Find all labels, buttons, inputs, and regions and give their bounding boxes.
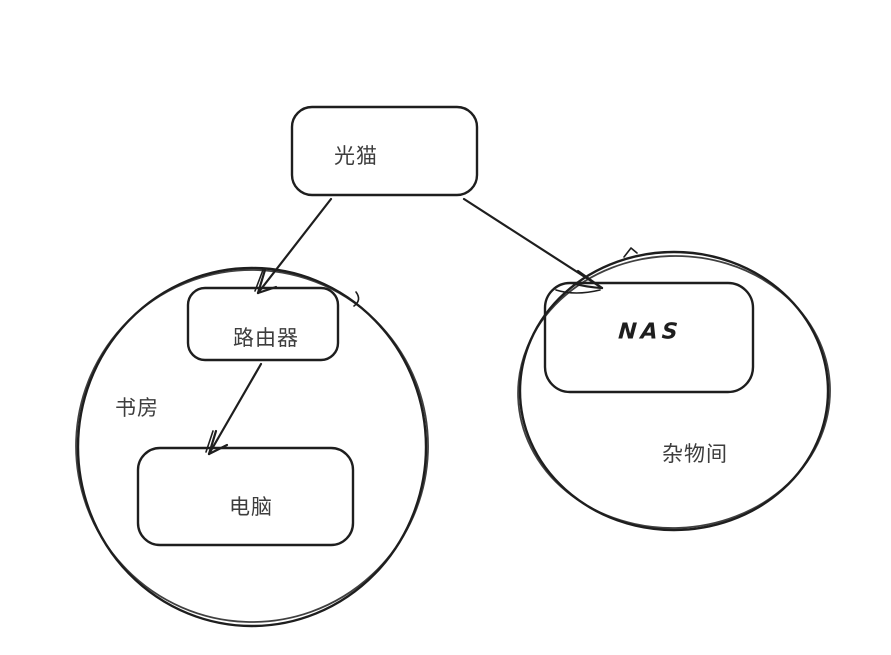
study-room-label: 书房 [115, 396, 159, 420]
modem-label: 光猫 [334, 144, 378, 168]
study-room-circle [75, 266, 429, 628]
edge-modem-router [254, 197, 333, 295]
storage-room-circle [517, 247, 831, 532]
sketch-stroke [353, 291, 360, 307]
edge-router-pc [205, 362, 263, 456]
pc-label: 电脑 [229, 495, 273, 519]
storage-room-label: 杂物间 [662, 442, 728, 466]
router-label: 路由器 [233, 326, 299, 350]
nas-label: NAS [617, 319, 683, 345]
sketch-stroke [623, 247, 638, 258]
modem-box [290, 105, 479, 197]
nas-box [543, 281, 755, 394]
edge-modem-nas [462, 197, 604, 294]
pc-box [136, 446, 355, 547]
